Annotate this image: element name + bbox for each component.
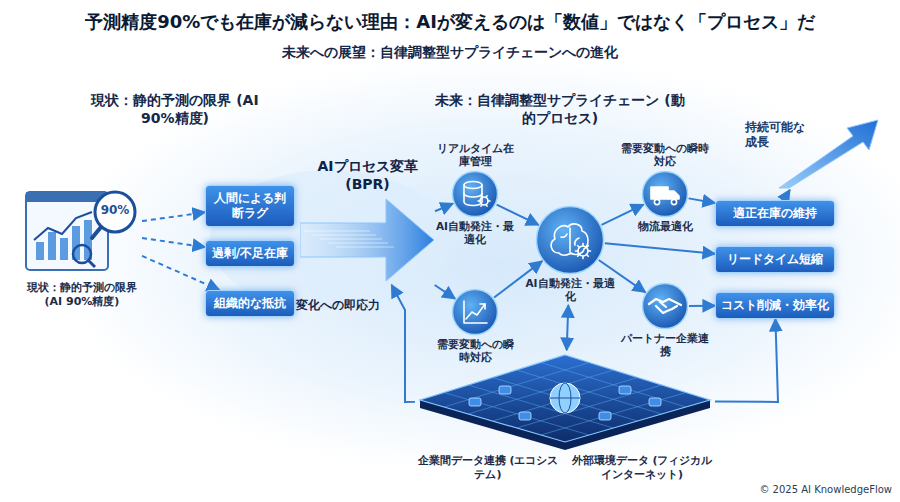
function-icon: [451, 170, 499, 218]
outcome-box: コスト削減・効率化: [715, 292, 835, 319]
function-circle: パートナー企業連携: [620, 282, 710, 360]
icon: [535, 205, 605, 275]
function-text: パートナー企業連携: [620, 332, 710, 358]
flow-arrow: [605, 243, 715, 253]
icon: [451, 170, 499, 218]
box-text: 適正在庫の維持: [733, 206, 817, 221]
growth-arrow: 持続可能な成長: [745, 118, 880, 190]
section-header: 未来：自律調整型サプライチェーン (動的プロセス): [430, 92, 690, 127]
growth-text: 持続可能な成長: [745, 120, 815, 150]
function-text: AI自動発注・最適化: [435, 220, 515, 246]
callout-number: 90%: [95, 203, 135, 218]
flow-arrow: [435, 204, 453, 212]
forecast-illustration: 90%: [22, 182, 142, 277]
icon: [300, 195, 435, 285]
platform-text: 外部環境データ (フィジカルインターネット): [569, 454, 715, 482]
function-icon: [641, 170, 689, 218]
function-icon: [535, 205, 605, 275]
outcome-box: リードタイム短縮: [715, 246, 835, 273]
data-platform: 企業間データ連携 (エコシステム) 外部環境データ (フィジカルインターネット): [415, 350, 715, 482]
arrow-text: AIプロセス変革 (BPR): [300, 158, 435, 193]
function-text: リアルタイム在庫管理: [435, 142, 515, 168]
note: 変化への即応力: [290, 298, 386, 313]
outcome-box: 適正在庫の維持: [715, 200, 835, 227]
function-icon: [641, 282, 689, 330]
flow-arrow: [784, 190, 790, 200]
box-text: 組織的な抵抗: [214, 296, 286, 311]
function-text: 需要変動への瞬時対応: [435, 338, 515, 364]
box-text: 過剰/不足在庫: [212, 246, 288, 261]
platform-illustration: [415, 350, 715, 450]
function-text: AI自動発注・最適化: [525, 277, 615, 303]
problem-box: 過剰/不足在庫: [205, 240, 295, 267]
function-circle: リアルタイム在庫管理 AI自動発注・最適化: [435, 140, 515, 249]
growth-illustration: 持続可能な成長: [745, 118, 880, 190]
flow-arrow: [689, 305, 715, 307]
icon: [641, 282, 689, 330]
ai-core: AI自動発注・最適化: [525, 205, 615, 305]
flow-arrow: [689, 198, 715, 203]
function-icon: [451, 288, 499, 336]
box-text: リードタイム短縮: [727, 252, 823, 267]
subtitle: 未来への展望：自律調整型サプライチェーンへの進化: [0, 44, 900, 62]
problem-box: 人間による判断ラグ: [205, 185, 295, 227]
flow-arrow: [715, 319, 778, 402]
flow-arrow: [392, 285, 415, 402]
copyright: © 2025 AI KnowledgeFlow: [738, 484, 892, 497]
function-circle: 需要変動への瞬時対応: [435, 288, 515, 366]
icon: [641, 170, 689, 218]
section-header: 現状：静的予測の限界 (AI 90%精度): [85, 92, 265, 127]
icon: [415, 350, 715, 450]
caption-text: 現状：静的予測の限界 (AI 90%精度): [22, 281, 142, 309]
dashed-arrow: [142, 212, 205, 221]
transform-arrow: AIプロセス変革 (BPR): [300, 158, 435, 285]
icon: [22, 182, 142, 277]
flow-arrow: [435, 285, 455, 299]
box-text: 人間による判断ラグ: [210, 191, 290, 221]
problem-box: 組織的な抵抗: [205, 290, 295, 317]
flow-arrow: [567, 305, 569, 350]
function-circle: 需要変動への瞬時対応物流最適化: [620, 140, 710, 235]
title: 予測精度90%でも在庫が減らない理由：AIが変えるのは「数値」ではなく「プロセス…: [0, 10, 900, 34]
function-text: 物流最適化: [638, 220, 693, 233]
box-text: コスト削減・効率化: [721, 298, 829, 313]
icon: [451, 288, 499, 336]
big-arrow: [300, 195, 435, 285]
glow: [60, 55, 900, 475]
forecast-icon: 90% 現状：静的予測の限界 (AI 90%精度): [22, 182, 142, 309]
dashed-arrow: [142, 238, 205, 247]
flow-arrow: [602, 205, 644, 225]
platform-text: 企業間データ連携 (エコシステム): [415, 454, 561, 482]
function-text: 需要変動への瞬時対応: [620, 142, 710, 168]
